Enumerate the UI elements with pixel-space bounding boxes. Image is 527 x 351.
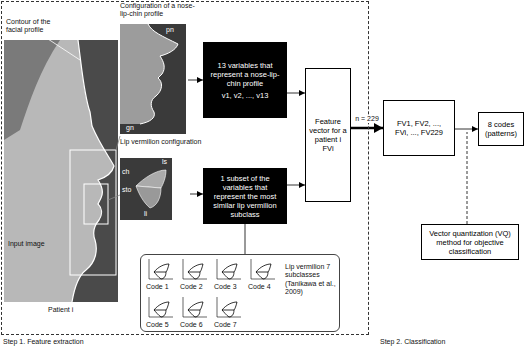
connector bbox=[188, 80, 203, 81]
node-text: pn bbox=[166, 26, 186, 34]
profile-photo bbox=[120, 24, 186, 134]
vector-set-box: FV1, FV2, ..., FVi, ..., FV229 bbox=[383, 100, 455, 156]
node-text: Code 2 bbox=[180, 283, 212, 291]
node-text: li bbox=[144, 210, 158, 218]
node-text: Patient i bbox=[48, 306, 98, 314]
connector bbox=[245, 224, 246, 254]
node-text: Lip vermilion 7 subclasses (Tanikawa et … bbox=[285, 263, 337, 297]
profile-panel: Configuration of a nose-lip-chin profile… bbox=[118, 2, 188, 136]
step-region: Step 1. Feature extractionContour of the… bbox=[2, 2, 368, 334]
node-text: Code 7 bbox=[214, 321, 246, 329]
lip-panel: Lip vermilion configurationlschstoli bbox=[118, 138, 190, 220]
node-text: Step 1. Feature extraction bbox=[3, 338, 153, 346]
connector bbox=[351, 127, 383, 130]
node-text: ls bbox=[162, 158, 176, 166]
node-text: Input image bbox=[8, 240, 68, 248]
node-text: v1, v2, ..., v13 bbox=[222, 91, 269, 100]
variable-box: 1 subset of the variables that represent… bbox=[203, 168, 287, 224]
node-text: 8 codes (patterns) bbox=[482, 120, 520, 138]
node-text: FV1, FV2, ..., FVi, ..., FV229 bbox=[394, 119, 444, 137]
lip-photo bbox=[120, 158, 172, 220]
node-text: Code 1 bbox=[146, 283, 178, 291]
node-text: Lip vermilion configuration bbox=[120, 138, 204, 146]
node-text: sto bbox=[122, 186, 138, 194]
step-label: Step 2. Classification bbox=[380, 338, 445, 346]
face-photo bbox=[4, 40, 118, 302]
connector bbox=[455, 129, 478, 130]
feature-vector-box: Feature vector for a patient i FVi bbox=[305, 68, 351, 202]
connector bbox=[190, 194, 203, 195]
node-text: Code 6 bbox=[180, 321, 212, 329]
leader-line bbox=[48, 39, 80, 60]
node-text: Feature vector for a patient i FVi bbox=[309, 117, 347, 153]
edge-label: n = 229 bbox=[354, 115, 380, 123]
connector bbox=[287, 185, 305, 186]
node-text: Configuration of a nose-lip-chin profile bbox=[120, 2, 200, 19]
node-text: Vector quantization (VQ) method for obje… bbox=[425, 229, 515, 256]
node-text: Contour of the facial profile bbox=[6, 18, 68, 35]
input-image: Contour of the facial profileInput image… bbox=[4, 16, 120, 316]
connector bbox=[287, 93, 305, 94]
node-text: gn bbox=[126, 124, 146, 132]
node-text: 1 subset of the variables that represent… bbox=[206, 174, 284, 219]
node-text: Code 4 bbox=[248, 283, 280, 291]
method-link bbox=[467, 132, 468, 224]
node-text: ch bbox=[122, 168, 136, 176]
variable-box: 13 variables that represent a nose-lip-c… bbox=[203, 42, 287, 118]
zoom-line bbox=[108, 136, 120, 200]
node-text: Code 3 bbox=[214, 283, 246, 291]
subclass-inset: Lip vermilion 7 subclasses (Tanikawa et … bbox=[140, 254, 340, 332]
method-box: Vector quantization (VQ) method for obje… bbox=[421, 224, 519, 260]
code-box: 8 codes (patterns) bbox=[478, 112, 524, 146]
node-text: Code 5 bbox=[146, 321, 178, 329]
node-text: 13 variables that represent a nose-lip-c… bbox=[206, 61, 284, 88]
